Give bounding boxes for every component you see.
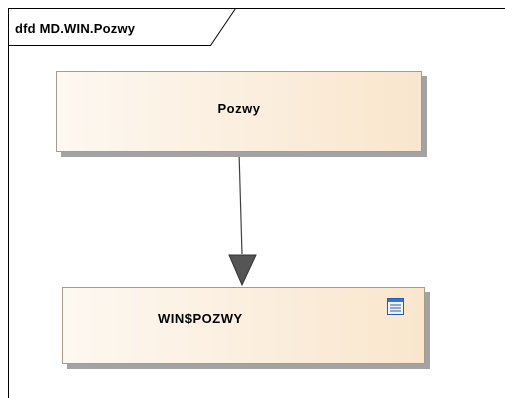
diagram-frame — [8, 8, 505, 398]
frame-tab-outline — [8, 8, 236, 46]
datastore-node-label: WIN$POZWY — [158, 311, 243, 326]
process-node-label: Pozwy — [217, 101, 261, 116]
diagram-title: dfd MD.WIN.Pozwy — [15, 21, 136, 36]
diagram-frame-tab: dfd MD.WIN.Pozwy — [8, 8, 238, 46]
process-node-pozwy[interactable]: Pozwy — [56, 71, 422, 152]
datastore-node-win-pozwy[interactable]: WIN$POZWY — [62, 287, 425, 364]
table-icon — [387, 298, 404, 315]
